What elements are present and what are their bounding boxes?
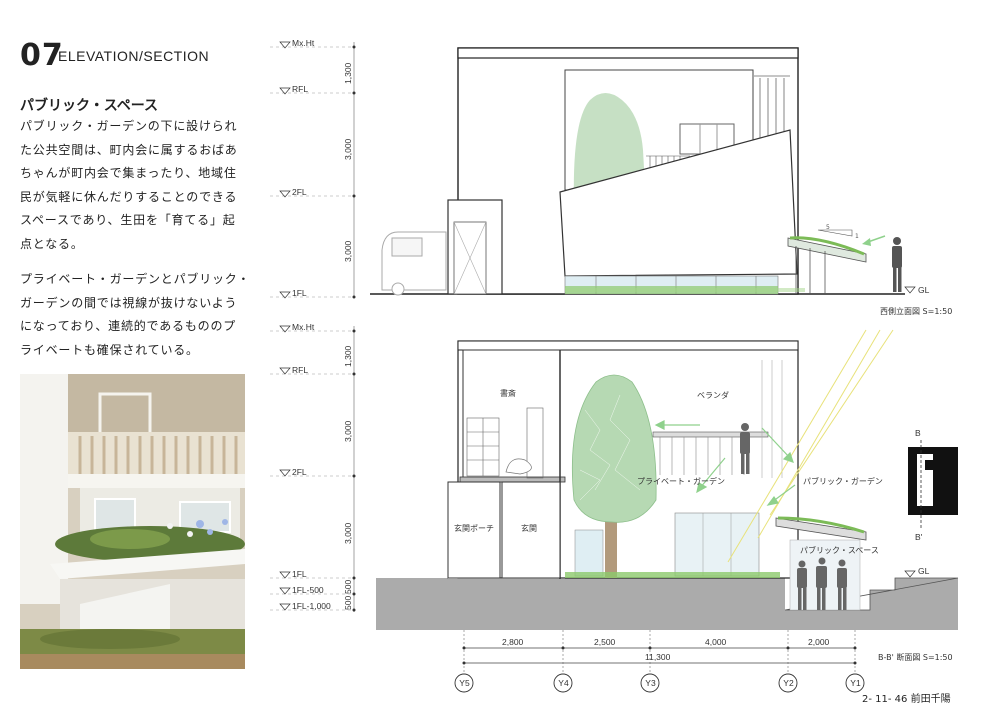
span-3: 4,000 <box>705 637 727 647</box>
elev-height-1: 1,300 <box>343 62 353 84</box>
room-entrance: 玄関 <box>521 524 537 533</box>
paragraph-1-line: た公共空間は、町内会に属するおばあ <box>20 142 238 157</box>
room-veranda: ベランダ <box>697 391 729 400</box>
west-elevation: 5 1 <box>270 41 916 299</box>
elev-height-3: 3,000 <box>343 240 353 262</box>
section-heading: パブリック・スペース <box>20 98 159 114</box>
paragraph-1-line: 点となる。 <box>20 236 84 251</box>
paragraph-1-line: ちゃんが町内会で集まったり、地域住 <box>20 166 237 180</box>
axis-y1: Y1 <box>850 678 861 688</box>
paragraph-1-line: 民が気軽に休んだりすることのできる <box>20 189 238 204</box>
sec-level-1fl-500: 1FL-500 <box>292 585 324 595</box>
elev-level-mxht: Mx.Ht <box>292 38 315 48</box>
model-photo-illustration <box>20 374 245 669</box>
paragraph-2-line: になっており、連続的であるもののプ <box>20 319 237 333</box>
sheet-title: ELEVATION/SECTION <box>58 48 210 64</box>
elevation-caption: 西側立面図 S=1:50 <box>880 307 953 316</box>
sec-height-3: 3,000 <box>343 522 353 544</box>
paragraph-2: プライベート・ガーデンとパブリック・ ガーデンの間では視線が抜けないよう になっ… <box>20 268 252 362</box>
slope-run-label: 5 <box>826 224 830 231</box>
room-private-garden: プライベート・ガーデン <box>637 477 725 486</box>
elev-gl-label: GL <box>918 285 930 295</box>
sec-level-1fl: 1FL <box>292 569 307 579</box>
slope-rise-label: 1 <box>855 233 859 240</box>
sec-height-4: 500 <box>343 579 353 594</box>
paragraph-2-line: ライベートも確保されている。 <box>20 342 199 357</box>
sec-gl-label: GL <box>918 566 930 576</box>
section-caption: B-B' 断面図 S=1:50 <box>878 653 953 662</box>
span-4: 2,000 <box>808 637 830 647</box>
span-total: 11,300 <box>645 652 671 662</box>
paragraph-1-line: パブリック・ガーデンの下に設けられ <box>20 119 238 133</box>
elev-level-2fl: 2FL <box>292 187 307 197</box>
room-entrance-porch: 玄関ポーチ <box>454 524 494 533</box>
paragraph-2-line: プライベート・ガーデンとパブリック・ <box>20 272 251 286</box>
elev-height-2: 3,000 <box>343 138 353 160</box>
sec-level-2fl: 2FL <box>292 467 307 477</box>
room-public-garden: パブリック・ガーデン <box>803 477 883 486</box>
axis-y4: Y4 <box>558 678 569 688</box>
axis-y2: Y2 <box>783 678 794 688</box>
paragraph-1: パブリック・ガーデンの下に設けられ た公共空間は、町内会に属するおばあ ちゃんが… <box>20 115 252 256</box>
sec-height-5: 500 <box>343 595 353 610</box>
axis-y3: Y3 <box>645 678 656 688</box>
sec-level-rfl: RFL <box>292 365 309 375</box>
paragraph-2-line: ガーデンの間では視線が抜けないよう <box>20 295 238 310</box>
sheet-number: 07 <box>20 38 64 73</box>
axis-y5: Y5 <box>459 678 470 688</box>
elev-level-1fl: 1FL <box>292 288 307 298</box>
author-id: 2- 11- 46 前田千陽 <box>862 694 951 705</box>
elev-level-rfl: RFL <box>292 84 309 94</box>
key-mark-b-prime: B' <box>915 532 923 542</box>
room-study: 書斎 <box>500 389 516 398</box>
sec-height-2: 3,000 <box>343 420 353 442</box>
key-mark-b: B <box>915 428 921 438</box>
model-photo <box>20 374 245 669</box>
room-public-space: パブリック・スペース <box>800 546 879 555</box>
span-1: 2,800 <box>502 637 524 647</box>
paragraph-1-line: スペースであり、生田を「育てる」起 <box>20 213 236 227</box>
sec-level-1fl-1000: 1FL-1,000 <box>292 601 331 611</box>
span-2: 2,500 <box>594 637 616 647</box>
sec-height-1: 1,300 <box>343 345 353 367</box>
sec-level-mxht: Mx.Ht <box>292 322 315 332</box>
section-bb <box>270 325 959 693</box>
